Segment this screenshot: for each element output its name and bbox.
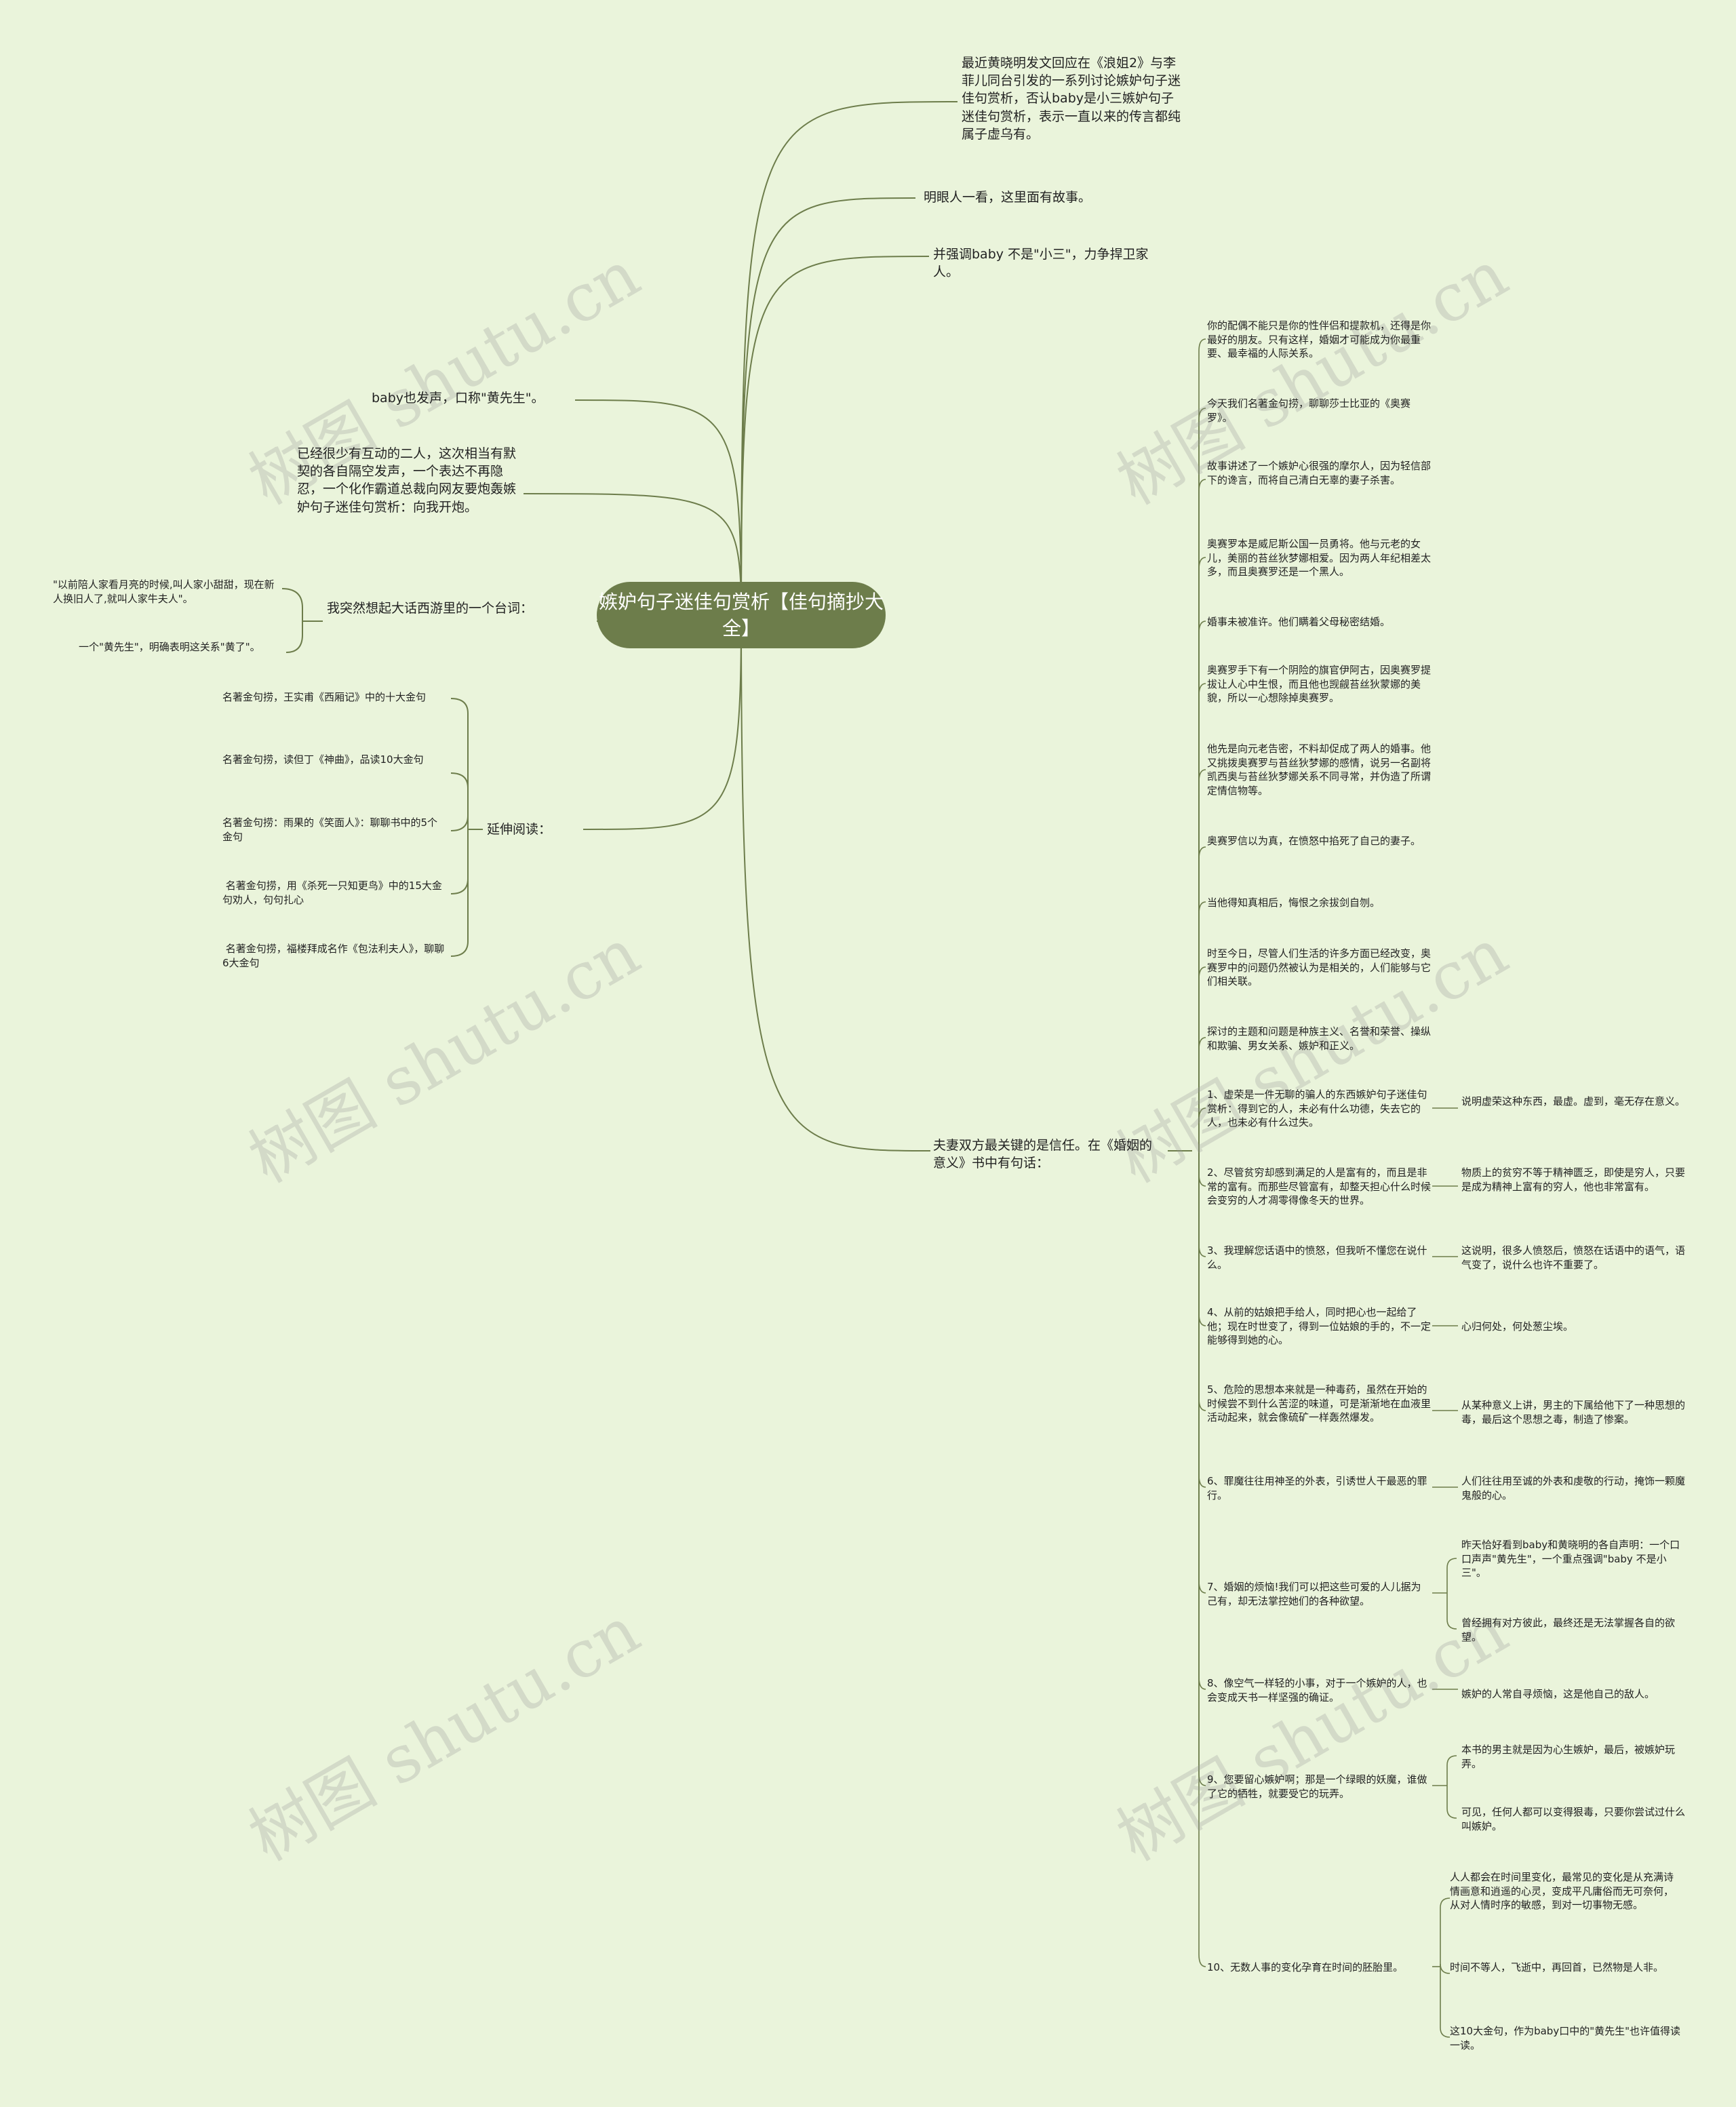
xiyou-quote[interactable]: "以前陪人家看月亮的时候,叫人家小甜甜，现在新人换旧人了,就叫人家牛夫人"。 xyxy=(53,578,275,605)
extended-item-4[interactable]: 名著金句捞，用《杀死一只知更鸟》中的15大金句劝人，句句扎心 xyxy=(222,880,442,906)
marriage-item-13-note-1[interactable]: 物质上的贫穷不等于精神匮乏，即使是穷人，只要是成为精神上富有的穷人，他也非常富有… xyxy=(1461,1166,1686,1193)
bracket-line xyxy=(1198,1151,1206,1411)
marriage-item-21[interactable]: 10、无数人事的变化孕育在时间的胚胎里。 xyxy=(1207,1961,1404,1973)
marriage-item-17-note-1[interactable]: 人们往往用至诚的外表和虔敬的行动，掩饰一颗魔鬼般的心。 xyxy=(1461,1475,1686,1501)
marriage-item-15-note-1[interactable]: 心归何处，何处葱尘埃。 xyxy=(1461,1320,1574,1333)
bracket-line xyxy=(1198,408,1206,1151)
marriage-item-2[interactable]: 今天我们名著金句捞，聊聊莎士比亚的《奥赛罗》。 xyxy=(1207,397,1411,424)
marriage-item-12-note-1[interactable]: 说明虚荣这种东西，最虚。虚到，毫无存在意义。 xyxy=(1461,1095,1686,1107)
topic-story[interactable]: 明眼人一看，这里面有故事。 xyxy=(924,190,1092,205)
marriage-item-10[interactable]: 时至今日，尽管人们生活的许多方面已经改变，奥赛罗中的问题仍然被认为是相关的，人们… xyxy=(1207,947,1432,988)
marriage-item-3[interactable]: 故事讲述了一个嫉妒心很强的摩尔人，因为轻信部下的谗言，而将自己清白无辜的妻子杀害… xyxy=(1207,460,1432,486)
bracket-line xyxy=(1198,966,1206,1151)
bracket-line xyxy=(1198,621,1206,1151)
bracket-line xyxy=(1446,1755,1457,1786)
branch-line xyxy=(574,399,742,616)
bracket-line xyxy=(1198,1151,1206,1786)
marriage-item-20[interactable]: 9、您要留心嫉妒啊；那是一个绿眼的妖魔，谁做了它的牺牲，就要受它的玩弄。 xyxy=(1207,1773,1427,1800)
topic-news[interactable]: 最近黄晓明发文回应在《浪姐2》与李菲儿同台引发的一系列讨论嫉妒句子迷佳句赏析，否… xyxy=(962,56,1181,142)
marriage-item-18[interactable]: 7、婚姻的烦恼!我们可以把这些可爱的人儿据为己有，却无法掌控她们的各种欲望。 xyxy=(1207,1581,1421,1607)
bracket-line xyxy=(450,698,469,829)
bracket-line xyxy=(1198,846,1206,1151)
bracket-line xyxy=(450,829,469,894)
marriage-item-8[interactable]: 奥赛罗信以为真，在愤怒中掐死了自己的妻子。 xyxy=(1207,835,1421,847)
marriage-item-4[interactable]: 奥赛罗本是威尼斯公国一员勇将。他与元老的女儿，美丽的苔丝狄梦娜相爱。因为两人年纪… xyxy=(1207,538,1432,578)
marriage-item-20-note-2[interactable]: 可见，任何人都可以变得狠毒，只要你尝试过什么叫嫉妒。 xyxy=(1461,1806,1686,1832)
marriage-item-18-note-2[interactable]: 曾经拥有对方彼此，最终还是无法掌握各自的欲望。 xyxy=(1461,1617,1676,1643)
marriage-item-18-note-1[interactable]: 昨天恰好看到baby和黄晓明的各自声明：一个口口声声"黄先生"，一个重点强调"b… xyxy=(1461,1539,1680,1579)
branch-line xyxy=(523,493,742,616)
bracket-line xyxy=(450,829,469,957)
bracket-line xyxy=(1440,1897,1451,1967)
branch-line xyxy=(741,614,931,1151)
marriage-item-13[interactable]: 2、尽管贫穷却感到满足的人是富有的，而且是非常的富有。而那些尽管富有，却整天担心… xyxy=(1207,1166,1432,1207)
bracket-line xyxy=(1198,1151,1206,1690)
marriage-item-19[interactable]: 8、像空气一样轻的小事，对于一个嫉妒的人，也会变成天书一样坚强的确证。 xyxy=(1207,1677,1427,1704)
marriage-item-14[interactable]: 3、我理解您话语中的愤怒，但我听不懂您在说什么。 xyxy=(1207,1244,1427,1271)
topic-extended-reading[interactable]: 延伸阅读： xyxy=(487,822,552,837)
bracket-line xyxy=(1198,1151,1206,1967)
bracket-line xyxy=(1198,1151,1206,1326)
extended-item-3[interactable]: 名著金句捞：雨果的《笑面人》：聊聊书中的5个金句 xyxy=(222,816,438,843)
bracket-line xyxy=(450,772,469,829)
marriage-item-16[interactable]: 5、危险的思想本来就是一种毒药，虽然在开始的时候尝不到什么苦涩的味道，可是渐渐地… xyxy=(1207,1383,1432,1424)
marriage-item-12[interactable]: 1、虚荣是一件无聊的骗人的东西嫉妒句子迷佳句赏析：得到它的人，未必有什么功德，失… xyxy=(1207,1088,1427,1129)
marriage-item-1[interactable]: 你的配偶不能只是你的性伴侣和提款机，还得是你最好的朋友。只有这样，婚姻才可能成为… xyxy=(1207,319,1432,360)
topic-interaction[interactable]: 已经很少有互动的二人，这次相当有默契的各自隔空发声，一个表达不再隐忍，一个化作霸… xyxy=(297,446,517,515)
topic-xiyou[interactable]: 我突然想起大话西游里的一个台词： xyxy=(327,601,534,616)
bracket-line xyxy=(1198,1151,1206,1187)
bracket-line xyxy=(1198,1037,1206,1151)
bracket-line xyxy=(281,588,303,653)
extended-item-2[interactable]: 名著金句捞，读但丁《神曲》，品读10大金句 xyxy=(222,753,424,766)
marriage-item-9[interactable]: 当他得知真相后，悔恨之余拔剑自刎。 xyxy=(1207,897,1381,909)
marriage-item-7[interactable]: 他先是向元老告密，不料却促成了两人的婚事。他又挑拨奥赛罗与苔丝狄梦娜的感情，说另… xyxy=(1207,743,1432,797)
branch-line xyxy=(741,256,930,616)
bracket-line xyxy=(1440,1967,1451,2038)
marriage-item-6[interactable]: 奥赛罗手下有一个阴险的旗官伊阿古，因奥赛罗提拔让人心中生恨，而且他也觊觎苔丝狄蒙… xyxy=(1207,664,1432,705)
bracket-line xyxy=(1198,479,1206,1151)
branch-line xyxy=(741,101,958,616)
topic-marriage[interactable]: 夫妻双方最关键的是信任。在《婚姻的意义》书中有句话： xyxy=(933,1138,1153,1171)
marriage-item-21-note-3[interactable]: 这10大金句，作为baby口中的"黄先生"也许值得读一读。 xyxy=(1450,2025,1680,2051)
bracket-line xyxy=(1198,338,1206,1151)
marriage-item-5[interactable]: 婚事未被准许。他们瞒着父母秘密结婚。 xyxy=(1207,616,1391,628)
topic-family[interactable]: 并强调baby 不是"小三"，力争捍卫家人。 xyxy=(933,247,1149,280)
bracket-line xyxy=(1198,1107,1206,1151)
bracket-line xyxy=(450,815,469,831)
extended-item-1[interactable]: 名著金句捞，王实甫《西厢记》中的十大金句 xyxy=(222,691,427,703)
bracket-line xyxy=(1198,683,1206,1151)
marriage-item-19-note-1[interactable]: 嫉妒的人常自寻烦恼，这是他自己的敌人。 xyxy=(1461,1688,1655,1700)
marriage-item-20-note-1[interactable]: 本书的男主就是因为心生嫉妒，最后，被嫉妒玩弄。 xyxy=(1461,1744,1676,1770)
bracket-line xyxy=(1198,1151,1206,1488)
marriage-item-11[interactable]: 探讨的主题和问题是种族主义、名誉和荣誉、操纵和欺骗、男女关系、嫉妒和正义。 xyxy=(1207,1025,1432,1052)
xiyou-note[interactable]: 一个"黄先生"，明确表明这关系"黄了"。 xyxy=(79,641,260,653)
bracket-line xyxy=(1198,769,1206,1151)
branch-line xyxy=(741,197,916,616)
bracket-line xyxy=(1198,901,1206,1151)
bracket-line xyxy=(1198,557,1206,1151)
bracket-line xyxy=(1446,1558,1457,1593)
extended-item-5[interactable]: 名著金句捞，福楼拜成名作《包法利夫人》，聊聊6大金句 xyxy=(222,943,445,969)
marriage-item-15[interactable]: 4、从前的姑娘把手给人，同时把心也一起给了他；现在时世变了，得到一位姑娘的手的，… xyxy=(1207,1306,1432,1347)
bracket-line xyxy=(1198,1151,1206,1594)
marriage-item-14-note-1[interactable]: 这说明，很多人愤怒后，愤怒在话语中的语气，语气变了，说什么也许不重要了。 xyxy=(1461,1244,1686,1271)
bracket-line xyxy=(1446,1593,1457,1630)
bracket-line xyxy=(1198,1151,1206,1257)
marriage-item-21-note-1[interactable]: 人人都会在时间里变化，最常见的变化是从充满诗情画意和逍遥的心灵，变成平凡庸俗而无… xyxy=(1450,1871,1674,1912)
bracket-line xyxy=(1440,1963,1451,1974)
marriage-item-17[interactable]: 6、罪魔往往用神圣的外表，引诱世人干最恶的罪行。 xyxy=(1207,1475,1427,1501)
marriage-item-16-note-1[interactable]: 从某种意义上讲，男主的下属给他下了一种思想的毒，最后这个思想之毒，制造了惨案。 xyxy=(1461,1399,1686,1425)
bracket-line xyxy=(1446,1786,1457,1819)
marriage-item-21-note-2[interactable]: 时间不等人，飞逝中，再回首，已然物是人非。 xyxy=(1450,1961,1664,1973)
branch-line xyxy=(583,614,742,830)
root-topic[interactable]: 嫉妒句子迷佳句赏析【佳句摘抄大全】 xyxy=(597,582,886,648)
topic-baby[interactable]: baby也发声，口称"黄先生"。 xyxy=(372,391,545,406)
